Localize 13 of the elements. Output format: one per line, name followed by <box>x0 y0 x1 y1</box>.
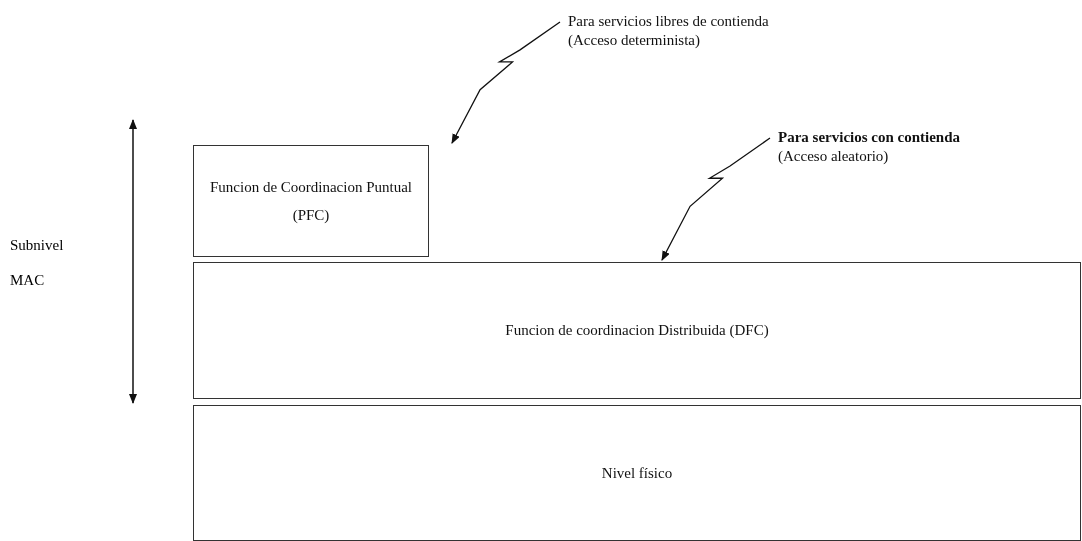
layer-title: Funcion de coordinacion Distribuida (DFC) <box>505 321 769 341</box>
layer-title: Funcion de Coordinacion Puntual (PFC) <box>208 177 414 225</box>
annotation-text: (Acceso determinista) <box>568 31 701 50</box>
leader-arrow <box>661 137 771 261</box>
annotation-text: Para servicios con contienda <box>778 127 961 147</box>
annotation-text: (Acceso aleatorio) <box>778 147 889 166</box>
layer-label: Subnivel MAC <box>10 236 65 290</box>
function-box <box>193 145 429 257</box>
leader-arrow <box>451 21 561 144</box>
annotation-text: Para servicios libres de contienda <box>568 11 769 31</box>
layer-box <box>193 405 1081 541</box>
layer-title: Nivel físico <box>601 463 673 483</box>
function-box <box>193 262 1081 399</box>
